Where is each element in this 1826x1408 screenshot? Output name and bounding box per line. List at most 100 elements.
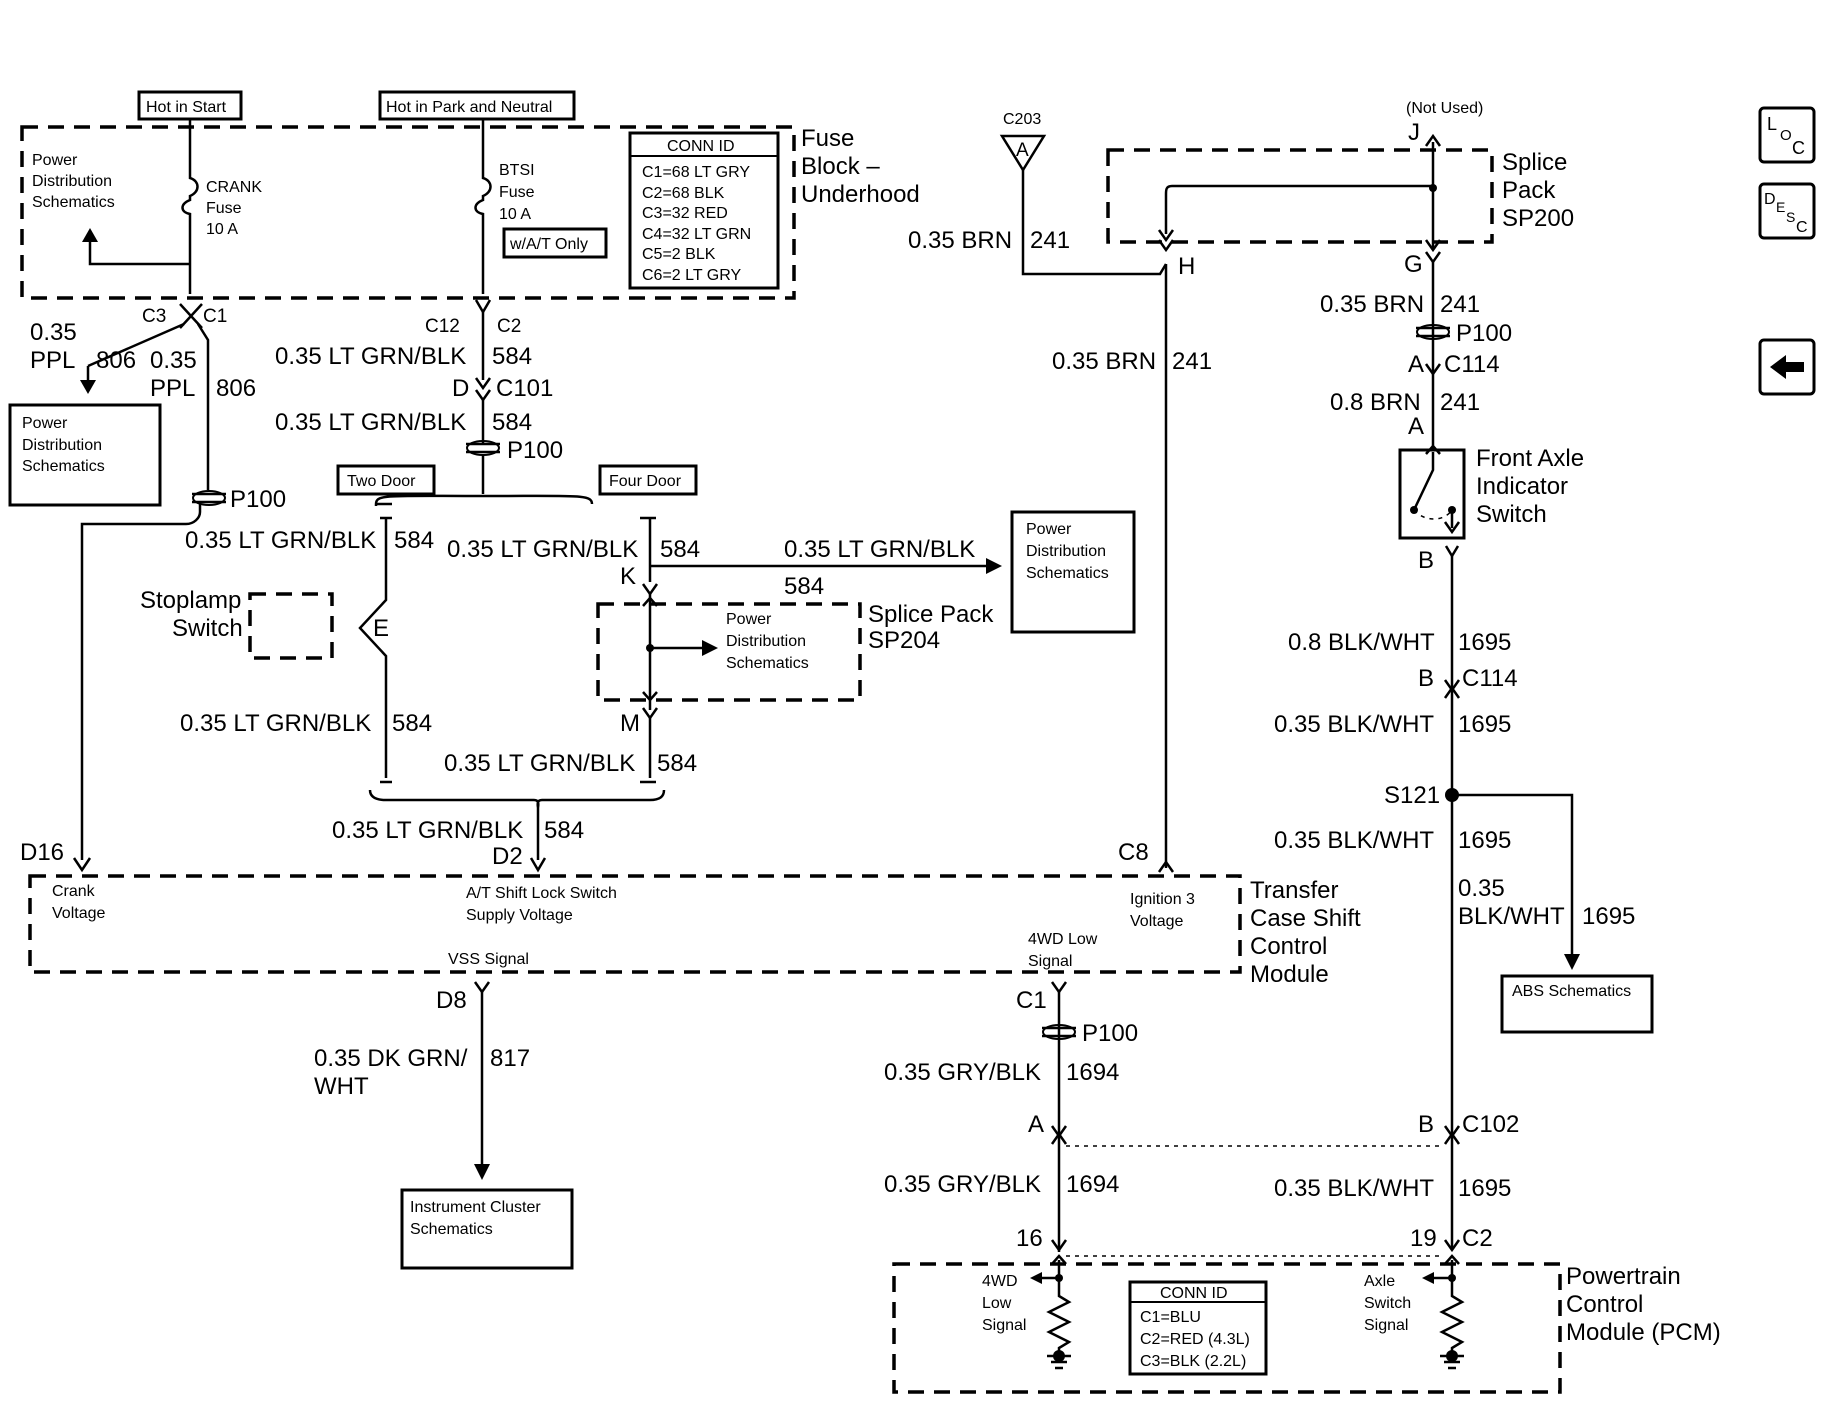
- pcm-module: 4WD Low Signal Axle Switch Signal CONN I…: [892, 1254, 1721, 1394]
- hot-in-start-label: Hot in Start: [146, 99, 227, 116]
- wire-label: 0.35 BRN: [908, 227, 1012, 254]
- stoplamp-switch-line1: Stoplamp: [140, 587, 241, 614]
- pcm-conn-id-row: C2=RED (4.3L): [1140, 1331, 1250, 1348]
- vss-circuit: D8 0.35 DK GRN/ WHT 817 Instrument Clust…: [314, 981, 574, 1270]
- connector-b: B: [1418, 1111, 1434, 1138]
- connector-d16: D16: [20, 839, 64, 866]
- btsi-fuse-line3: 10 A: [499, 206, 531, 223]
- 4wd-low-line2: Signal: [1028, 953, 1072, 970]
- transfer-case-line2: Case Shift: [1250, 905, 1361, 932]
- fuse-block-label-1: Fuse: [801, 125, 854, 152]
- wire-label: PPL: [150, 375, 195, 402]
- wire-label: 0.35 LT GRN/BLK: [784, 536, 975, 563]
- connector-p100: P100: [1456, 320, 1512, 347]
- circuit-number: 584: [544, 817, 584, 844]
- ign3-line2: Voltage: [1130, 913, 1183, 930]
- 4wd-low-line1: 4WD Low: [1028, 931, 1098, 948]
- btsi-fuse: BTSI Fuse 10 A w/A/T Only: [474, 119, 608, 294]
- pcm-line1: Powertrain: [1566, 1263, 1681, 1290]
- instrument-cluster-line1: Instrument Cluster: [410, 1199, 541, 1216]
- connector-c1: C1: [1016, 987, 1047, 1014]
- loc-letter: O: [1780, 127, 1792, 144]
- wire-label: 0.35 LT GRN/BLK: [185, 527, 376, 554]
- connector-a: A: [1408, 413, 1424, 440]
- back-button[interactable]: [1758, 338, 1816, 396]
- circuit-number: 806: [216, 375, 256, 402]
- circuit-number: 241: [1440, 389, 1480, 416]
- pds4-line1: Power: [1026, 521, 1072, 538]
- pcm-4wd-line1: 4WD: [982, 1273, 1018, 1290]
- circuit-number: 1695: [1458, 629, 1511, 656]
- conn-id-row: C2=68 BLK: [642, 185, 725, 202]
- connector-c3: C3: [142, 306, 166, 327]
- circuit-number: 584: [394, 527, 434, 554]
- pds4-line3: Schematics: [1026, 565, 1109, 582]
- desc-letter: D: [1764, 191, 1776, 208]
- circuit-number: 241: [1030, 227, 1070, 254]
- wire-label: 0.8 BLK/WHT: [1288, 629, 1435, 656]
- wire-label: 0.35 LT GRN/BLK: [275, 409, 466, 436]
- pcm-axle-line1: Axle: [1364, 1273, 1395, 1290]
- circuit-number: 806: [96, 347, 136, 374]
- abs-schematics-label: ABS Schematics: [1512, 983, 1631, 1000]
- wire-label: 0.35: [150, 347, 197, 374]
- transfer-case-line3: Control: [1250, 933, 1327, 960]
- circuit-number: 584: [657, 750, 697, 777]
- pds4-line2: Distribution: [1026, 543, 1106, 560]
- circuit-number: 584: [660, 536, 700, 563]
- 4wd-low-circuit: C1 P100 0.35 GRY/BLK 1694 A B C102 0.35 …: [884, 981, 1519, 1257]
- wire-label: BLK/WHT: [1458, 903, 1565, 930]
- sp200-line3: SP200: [1502, 205, 1574, 232]
- connector-c114: C114: [1444, 351, 1500, 378]
- circuit-number: 1694: [1066, 1171, 1119, 1198]
- wire-label: 0.8 BRN: [1330, 389, 1421, 416]
- stoplamp-switch-line2: Switch: [172, 615, 243, 642]
- crank-voltage-line2: Voltage: [52, 905, 105, 922]
- circuit-number: 584: [784, 573, 824, 600]
- conn-id-row: C4=32 LT GRN: [642, 226, 751, 243]
- wire-label: 0.35: [30, 319, 77, 346]
- wire-label: 0.35 LT GRN/BLK: [180, 710, 371, 737]
- wire-label: 0.35 BLK/WHT: [1274, 711, 1434, 738]
- connector-b: B: [1418, 665, 1434, 692]
- desc-button[interactable]: D E S C: [1758, 182, 1816, 240]
- back-arrow-icon: [1770, 355, 1804, 379]
- connector-c2: C2: [497, 316, 521, 337]
- connector-d2: D2: [492, 843, 523, 870]
- wire-label: 0.35 LT GRN/BLK: [332, 817, 523, 844]
- conn-id-row: C3=32 RED: [642, 205, 728, 222]
- crank-branch: C3 C1 0.35 PPL 806 0.35 PPL 806 P100 D16: [20, 303, 286, 873]
- connector-c8: C8: [1118, 839, 1149, 866]
- conn-id-fuse-block: CONN ID C1=68 LT GRY C2=68 BLK C3=32 RED…: [628, 131, 780, 290]
- instrument-cluster-line2: Schematics: [410, 1221, 493, 1238]
- crank-fuse-line1: CRANK: [206, 179, 262, 196]
- pds1-line1: Power: [32, 152, 78, 169]
- at-shift-lock-line2: Supply Voltage: [466, 907, 573, 924]
- crank-voltage-line1: Crank: [52, 883, 96, 900]
- connector-m: M: [620, 710, 640, 737]
- loc-button[interactable]: L O C: [1758, 106, 1816, 164]
- four-door-label: Four Door: [609, 473, 682, 490]
- sp204-line1: Splice Pack: [868, 601, 994, 628]
- circuit-number: 584: [392, 710, 432, 737]
- transfer-case-module: Crank Voltage A/T Shift Lock Switch Supp…: [28, 874, 1361, 988]
- hot-in-park-neutral-box: Hot in Park and Neutral: [378, 90, 576, 121]
- wire-label: PPL: [30, 347, 75, 374]
- at-shift-lock-line1: A/T Shift Lock Switch: [466, 885, 617, 902]
- pds2-line2: Distribution: [22, 437, 102, 454]
- circuit-number: 817: [490, 1045, 530, 1072]
- circuit-number: 584: [492, 343, 532, 370]
- connector-j: J: [1408, 119, 1420, 146]
- connector-g: G: [1404, 251, 1423, 278]
- pcm-line2: Control: [1566, 1291, 1643, 1318]
- fuse-block-label-3: Underhood: [801, 181, 920, 208]
- crank-fuse-line2: Fuse: [206, 200, 242, 217]
- pds3-line3: Schematics: [726, 655, 809, 672]
- power-dist-schematics-4: Power Distribution Schematics: [1010, 510, 1136, 634]
- circuit-number: 584: [492, 409, 532, 436]
- pin-19: 19: [1410, 1225, 1437, 1252]
- circuit-number: 1695: [1458, 1175, 1511, 1202]
- conn-id-row: C6=2 LT GRY: [642, 267, 741, 284]
- ign3-line1: Ignition 3: [1130, 891, 1195, 908]
- pds3-line1: Power: [726, 611, 772, 628]
